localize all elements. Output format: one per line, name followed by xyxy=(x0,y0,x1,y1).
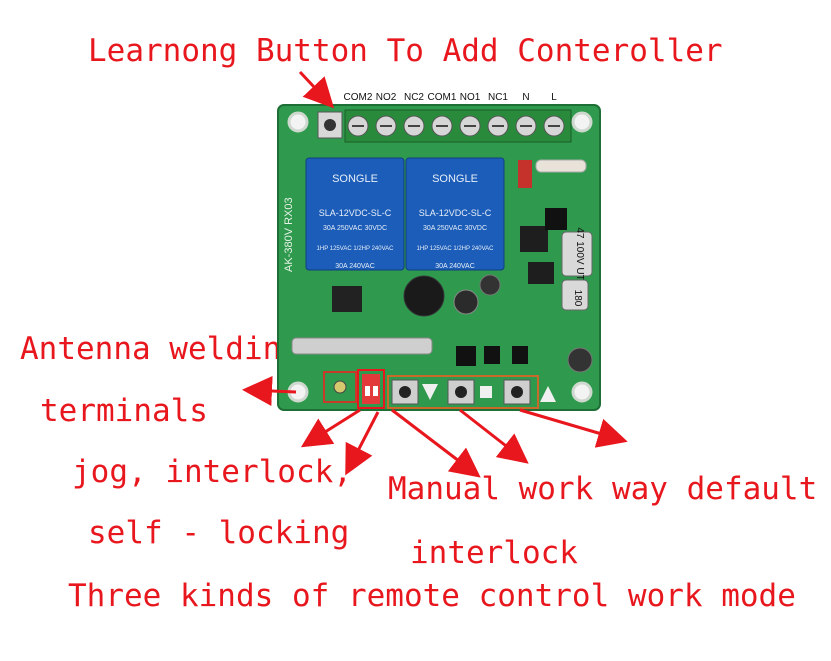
relay-model: SLA-12VDC-SL-C xyxy=(419,208,492,218)
terminal-label: NC2 xyxy=(404,92,424,103)
manual-label-line2: interlock xyxy=(410,535,578,571)
terminal-label: COM1 xyxy=(428,92,457,103)
relay: SONGLE SLA-12VDC-SL-C 30A 250VAC 30VDC 1HP … xyxy=(305,157,405,271)
antenna-module xyxy=(291,337,433,355)
relay-rating: 30A 250VAC 30VDC xyxy=(323,225,387,232)
mounting-hole xyxy=(571,381,593,403)
svg-text:180: 180 xyxy=(572,290,583,307)
power-resistor xyxy=(535,159,587,173)
modes-label-line1: jog, interlock, xyxy=(72,454,352,490)
transistor xyxy=(484,346,500,364)
relay-rating: 30A 240VAC xyxy=(435,263,475,270)
relay: SONGLE SLA-12VDC-SL-C 30A 250VAC 30VDC 1HP … xyxy=(405,157,505,271)
bottom-caption: Three kinds of remote control work mode xyxy=(68,578,796,614)
modes-label-line2: self - locking xyxy=(88,515,350,551)
svg-text:47 100V UT: 47 100V UT xyxy=(574,227,585,280)
relay-rating: 1HP 125VAC 1/2HP 240VAC xyxy=(417,246,495,252)
mounting-hole xyxy=(287,111,309,133)
board-model-silkscreen: AK-380V RX03 xyxy=(283,197,295,272)
annotation-arrows xyxy=(242,70,628,478)
relay-rating: 1HP 125VAC 1/2HP 240VAC xyxy=(317,246,395,252)
relay-model: SLA-12VDC-SL-C xyxy=(319,208,392,218)
relay-brand: SONGLE xyxy=(332,173,378,185)
terminal-block xyxy=(344,109,572,143)
terminal-label: COM2 xyxy=(344,92,373,103)
inductor xyxy=(545,208,567,230)
terminal-label: NO2 xyxy=(376,92,397,103)
transistor xyxy=(456,346,476,366)
terminal-label: L xyxy=(551,92,557,103)
antenna-label-line1: Antenna welding xyxy=(20,331,300,367)
capacitor-large: 47 100V UT xyxy=(561,227,593,281)
antenna-label-line2: terminals xyxy=(40,393,208,429)
capacitor-round xyxy=(453,274,593,373)
regulator-chip xyxy=(528,262,554,284)
buzzer xyxy=(403,275,445,317)
red-component xyxy=(518,160,532,188)
learning-button-label: Learnong Button To Add Conteroller xyxy=(88,33,723,69)
capacitor-small: 180 xyxy=(561,279,589,311)
terminal-label: NC1 xyxy=(488,92,508,103)
transistor xyxy=(512,346,528,364)
regulator-chip xyxy=(520,226,548,252)
relay-rating: 30A 250VAC 30VDC xyxy=(423,225,487,232)
mounting-hole xyxy=(571,111,593,133)
manual-buttons-strip xyxy=(387,375,556,409)
terminal-label: N xyxy=(522,92,529,103)
terminal-label: NO1 xyxy=(460,92,481,103)
manual-label-line1: Manual work way default xyxy=(388,471,818,507)
ic-chip xyxy=(332,286,362,312)
relay-brand: SONGLE xyxy=(432,173,478,185)
antenna-terminal-box xyxy=(323,371,357,403)
dip-switch xyxy=(357,369,385,409)
relay-rating: 30A 240VAC xyxy=(335,263,375,270)
learning-button xyxy=(317,111,343,139)
